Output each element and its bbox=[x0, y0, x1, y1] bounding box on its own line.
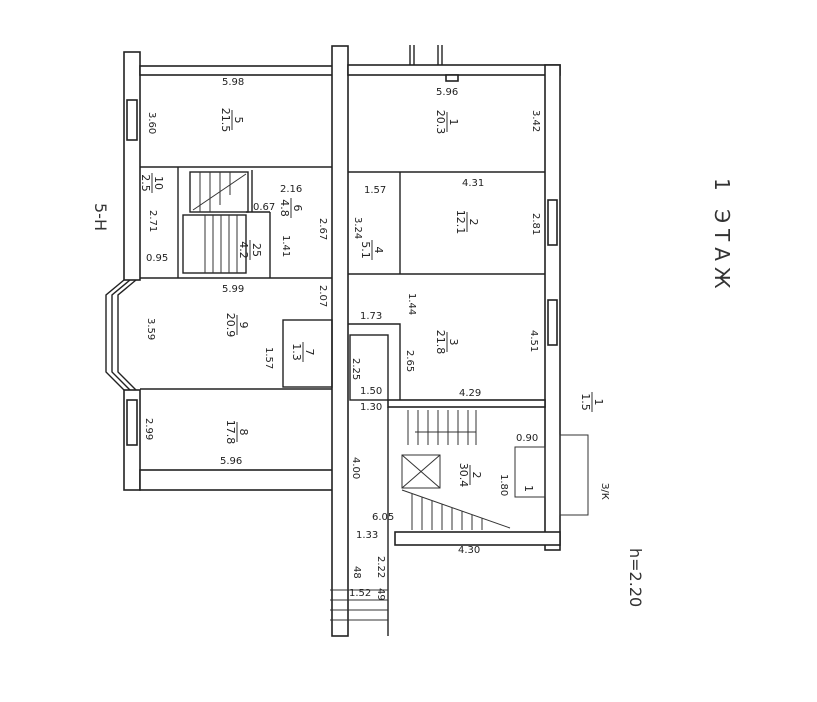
dimension-label: 2.07 bbox=[317, 285, 328, 307]
dimension-label: 0.67 bbox=[253, 202, 275, 213]
dimension-label: 4 bbox=[372, 247, 385, 254]
ceiling-height: h=2.20 bbox=[626, 548, 645, 607]
room-9: 920.9 bbox=[224, 313, 250, 338]
dimension-label: 1.80 bbox=[498, 474, 509, 496]
dimension-label: 25 bbox=[250, 243, 263, 257]
dimension-label: 2.16 bbox=[280, 184, 302, 195]
dimension-label: 2.5 bbox=[139, 174, 152, 192]
walls bbox=[105, 45, 561, 637]
dimension-label: 3.59 bbox=[145, 318, 156, 340]
dimension-label: 2.22 bbox=[375, 556, 386, 578]
dimension-label: 1.52 bbox=[349, 588, 371, 599]
dimension-label: 20.3 bbox=[434, 110, 447, 135]
room-1: 120.3 bbox=[434, 110, 460, 135]
dimension-label: 2.71 bbox=[147, 210, 158, 232]
dimension-label: 4.29 bbox=[459, 388, 481, 399]
floor-title: 1 ЭТАЖ bbox=[710, 178, 734, 295]
stairs bbox=[192, 172, 589, 621]
dimension-label: 12.1 bbox=[454, 210, 467, 235]
axis-mark: 5-Н bbox=[91, 203, 110, 231]
dimension-label: 1.50 bbox=[360, 386, 382, 397]
dimension-label: 48 bbox=[351, 566, 362, 579]
dimension-label: 1.57 bbox=[364, 185, 386, 196]
dimension-label: 1.5 bbox=[579, 393, 592, 411]
dimension-label: 49 bbox=[375, 588, 386, 601]
dimension-label: 2.99 bbox=[143, 418, 154, 440]
dimension-label: 30.4 bbox=[457, 463, 470, 488]
dimension-label: 2.81 bbox=[530, 213, 541, 235]
room-5: 521.5 bbox=[219, 108, 245, 133]
side-note: З/К bbox=[599, 483, 610, 500]
dimension-label: 9 bbox=[237, 322, 250, 329]
dimension-label: 1.44 bbox=[406, 293, 417, 315]
entry-label: 1 bbox=[522, 485, 535, 492]
dimension-labels: 5.98 3.60 2.16 0.67 2.67 2.71 0.95 1.41 … bbox=[143, 77, 541, 601]
dimension-label: 1.57 bbox=[263, 347, 274, 369]
dimension-label: 5.98 bbox=[222, 77, 244, 88]
dimension-label: 0.95 bbox=[146, 253, 168, 264]
dimension-label: 2.65 bbox=[404, 350, 415, 372]
room-10: 102.5 bbox=[139, 173, 165, 193]
dimension-label: 5 bbox=[232, 117, 245, 124]
dimension-label: 5.1 bbox=[359, 241, 372, 259]
dimension-label: 5.99 bbox=[222, 284, 244, 295]
room-stair: 230.4 bbox=[457, 463, 483, 488]
dimension-label: 0.90 bbox=[516, 433, 538, 444]
dimension-label: 2.67 bbox=[317, 218, 328, 240]
dimension-label: 7 bbox=[303, 349, 316, 356]
room-3: 321.8 bbox=[434, 330, 460, 355]
dimension-label: 6.05 bbox=[372, 512, 394, 523]
dimension-label: 6 bbox=[291, 205, 304, 212]
dimension-label: 1.30 bbox=[360, 402, 382, 413]
dimension-label: 20.9 bbox=[224, 313, 237, 338]
room-2: 212.1 bbox=[454, 210, 480, 235]
dimension-label: 3 bbox=[447, 339, 460, 346]
dimension-label: 17.8 bbox=[224, 420, 237, 445]
dimension-label: 8 bbox=[237, 429, 250, 436]
dimension-label: 2.25 bbox=[350, 358, 361, 380]
dimension-label: 4.51 bbox=[528, 330, 539, 352]
dimension-label: 3.60 bbox=[146, 112, 157, 134]
dimension-label: 4.2 bbox=[237, 241, 250, 259]
dimension-label: 5.96 bbox=[220, 456, 242, 467]
dimension-label: 4.30 bbox=[458, 545, 480, 556]
dimension-label: 4.00 bbox=[350, 457, 361, 479]
dimension-label: 10 bbox=[152, 176, 165, 190]
dimension-label: 1 bbox=[592, 399, 605, 406]
dimension-label: 1.33 bbox=[356, 530, 378, 541]
dimension-label: 5.96 bbox=[436, 87, 458, 98]
room-25: 254.2 bbox=[237, 240, 263, 260]
dimension-label: 1 bbox=[447, 119, 460, 126]
room-4: 45.1 bbox=[359, 240, 385, 260]
dimension-label: 1.3 bbox=[290, 343, 303, 361]
dimension-label: 1.41 bbox=[280, 235, 291, 257]
room-7: 71.3 bbox=[290, 342, 316, 362]
dimension-label: 21.8 bbox=[434, 330, 447, 355]
room-porch: 11.5 bbox=[579, 392, 605, 412]
room-6: 64.8 bbox=[278, 198, 304, 218]
room-labels: 120.3 212.1 321.8 45.1 521.5 64.8 71.3 8… bbox=[139, 108, 605, 488]
room-8: 817.8 bbox=[224, 420, 250, 445]
dimension-label: 2 bbox=[467, 219, 480, 226]
dimension-label: 21.5 bbox=[219, 108, 232, 133]
dimension-label: 4.8 bbox=[278, 199, 291, 217]
dimension-label: 2 bbox=[470, 472, 483, 479]
dimension-label: 4.31 bbox=[462, 178, 484, 189]
dimension-label: 3.24 bbox=[352, 217, 363, 239]
dimension-label: 3.42 bbox=[530, 110, 541, 132]
dimension-label: 1.73 bbox=[360, 311, 382, 322]
